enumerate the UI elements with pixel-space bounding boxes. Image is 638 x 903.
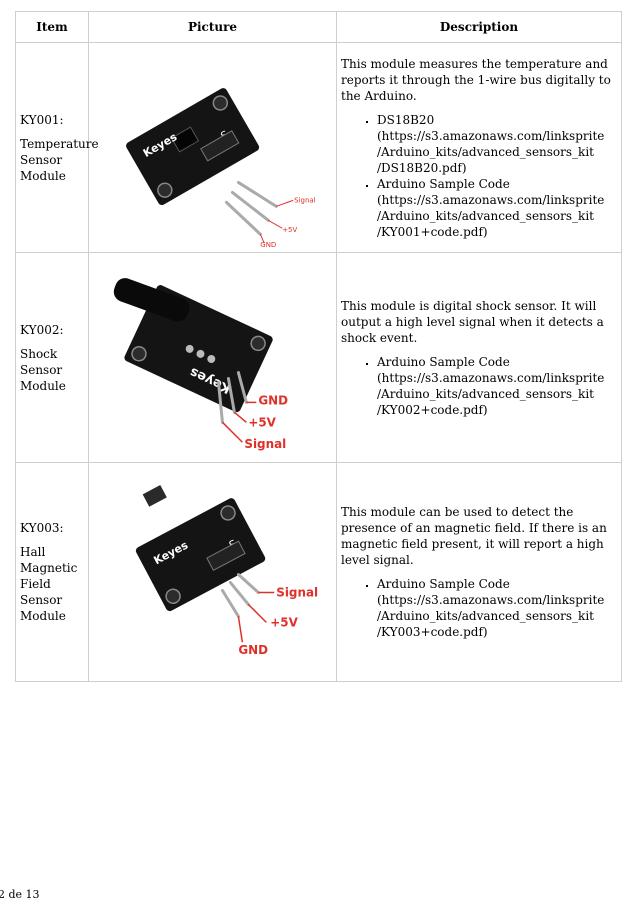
description-text: This module can be used to detect the pr… [341,505,607,567]
picture-cell: Keyes S Signal +5V [88,42,337,253]
item-name: Hall Magnetic Field Sensor Module [20,544,84,624]
pin-label: +5V [270,616,298,630]
picture-cell: Keyes S Signal [88,462,337,682]
link-line[interactable]: /Arduino_kits/advanced_sensors_kit [377,609,594,623]
item-name-line: Temperature [20,136,99,151]
table-row: KY001: Temperature Sensor Module Keyes S [15,42,622,253]
description-text: This module is digital shock sensor. It … [341,298,604,345]
item-cell: KY001: Temperature Sensor Module [15,42,99,253]
link-line[interactable]: Arduino Sample Code [377,577,510,591]
description-cell: This module can be used to detect the pr… [336,462,622,682]
item-name-line: Module [20,609,66,623]
link-list: Arduino Sample Code (https://s3.amazonaw… [341,354,617,418]
temperature-sensor-module-image: Keyes S Signal +5V [126,88,316,250]
item-cell: KY002: Shock Sensor Module [15,252,89,463]
pin-label: Signal [276,586,318,600]
item-name-line: Field Sensor [20,577,63,607]
link-line[interactable]: /KY001+code.pdf) [377,224,488,239]
pin-label: GND [260,242,276,250]
item-name-line: Shock [20,346,58,361]
link-line[interactable]: (https://s3.amazonaws.com/linksprite [377,593,605,607]
item-name-line: Magnetic [20,561,78,575]
pin-label: +5V [248,416,276,430]
link-line[interactable]: /DS18B20.pdf) [377,160,467,175]
item-cell: KY003: Hall Magnetic Field Sensor Module [15,462,89,682]
table-row: KY003: Hall Magnetic Field Sensor Module… [15,462,622,682]
header-description: Description [336,11,622,43]
pin-label: GND [238,644,268,658]
pin-label: Signal [294,197,315,205]
item-name-line: Hall [20,545,46,559]
link-line[interactable]: (https://s3.amazonaws.com/linksprite [377,192,605,207]
table-row: KY002: Shock Sensor Module Keyes [15,252,622,463]
link-line[interactable]: Arduino Sample Code [377,354,510,369]
header-item: Item [15,11,89,43]
description-text: This module measures the temperature and… [341,56,611,103]
description-cell: This module is digital shock sensor. It … [336,252,622,463]
item-code: KY002: [20,322,64,337]
item-name: Shock Sensor Module [20,346,84,394]
link-list: DS18B20 (https://s3.amazonaws.com/linksp… [341,112,617,240]
link-item[interactable]: Arduino Sample Code (https://s3.amazonaw… [377,176,617,240]
link-line[interactable]: /Arduino_kits/advanced_sensors_kit [377,208,594,223]
link-line[interactable]: /Arduino_kits/advanced_sensors_kit [377,386,594,401]
item-name-line: Module [20,168,66,183]
link-line[interactable]: Arduino Sample Code [377,176,510,191]
link-line[interactable]: /KY002+code.pdf) [377,402,488,417]
page-number: 2 de 13 [0,888,40,901]
hall-sensor-module-image: Keyes S Signal [135,485,318,658]
link-list: Arduino Sample Code (https://s3.amazonaw… [341,576,617,640]
link-line[interactable]: (https://s3.amazonaws.com/linksprite [377,370,605,385]
link-item[interactable]: Arduino Sample Code (https://s3.amazonaw… [377,354,617,418]
link-line[interactable]: /KY003+code.pdf) [377,625,488,639]
link-line[interactable]: DS18B20 (https://s3.amazonaws.com/linksp… [377,112,605,143]
pin-label: +5V [282,227,297,235]
picture-cell: Keyes G [88,252,337,463]
description-cell: This module measures the temperature and… [336,42,622,253]
item-code: KY003: [20,521,64,535]
header-picture: Picture [88,11,337,43]
item-name: Temperature Sensor Module [20,136,99,184]
shock-sensor-module-image: Keyes G [113,278,288,452]
modules-table: Item Picture Description KY001: Temperat… [15,11,622,682]
link-line[interactable]: /Arduino_kits/advanced_sensors_kit [377,144,594,159]
item-name-line: Sensor [20,152,63,167]
item-name-line: Sensor [20,362,63,377]
table-header-row: Item Picture Description [15,11,622,43]
item-name-line: Module [20,378,66,393]
link-item[interactable]: DS18B20 (https://s3.amazonaws.com/linksp… [377,112,617,176]
pin-label: Signal [244,438,286,452]
pin-label: GND [258,394,288,408]
item-code: KY001: [20,112,64,127]
link-item[interactable]: Arduino Sample Code (https://s3.amazonaw… [377,576,617,640]
